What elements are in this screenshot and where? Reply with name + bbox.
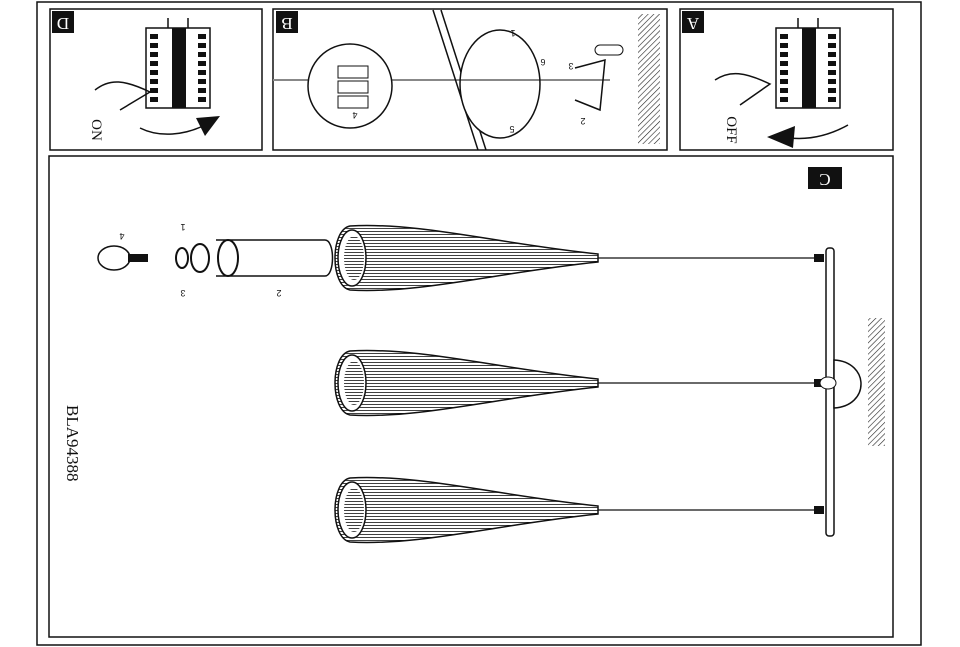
panel-d: D ON	[49, 8, 263, 151]
bulb-icon	[97, 245, 131, 271]
panel-c: C 1 2 3 4 BLA94388	[48, 155, 894, 638]
svg-text:2: 2	[580, 116, 585, 126]
canopy	[459, 29, 541, 139]
ceiling-canopy	[833, 359, 862, 409]
circuit-breaker-icon	[145, 17, 211, 109]
panel-d-label: D	[57, 14, 69, 33]
switch-off-label: OFF	[723, 116, 739, 144]
model-number: BLA94388	[63, 405, 82, 482]
pendant-shade-3	[334, 476, 825, 544]
rotate-arrow-icon	[139, 124, 206, 135]
ceiling-bar	[825, 247, 835, 537]
glass-sleeve	[216, 239, 334, 277]
panel-b-label: B	[281, 14, 292, 33]
pendant-shade-2	[334, 349, 825, 417]
circuit-breaker-icon	[775, 17, 841, 109]
hand-icon	[714, 72, 772, 106]
panel-d-label-box	[52, 11, 74, 33]
panel-b-callouts: 1 2 3 4 5 6	[352, 28, 585, 134]
svg-text:1: 1	[180, 222, 185, 232]
hand-icon	[94, 81, 152, 111]
panel-c-label: C	[819, 170, 830, 189]
ceiling-hatch	[868, 318, 885, 446]
svg-text:4: 4	[352, 110, 357, 120]
panel-a-label: A	[686, 14, 699, 33]
svg-text:5: 5	[509, 124, 514, 134]
page-border	[36, 1, 922, 646]
lampholder-icon	[175, 247, 189, 269]
rotate-arrow-icon	[789, 124, 849, 140]
panel-c-callouts: 1 2 3 4	[119, 222, 281, 298]
svg-text:3: 3	[180, 288, 185, 298]
svg-text:1: 1	[510, 28, 515, 38]
svg-text:2: 2	[276, 288, 281, 298]
svg-text:3: 3	[568, 61, 573, 71]
switch-on-label: ON	[88, 119, 104, 141]
panel-a: A OFF	[679, 8, 894, 151]
mounting-bracket	[574, 58, 606, 112]
wall-hatch	[638, 14, 660, 144]
pendant-shade-1	[334, 224, 825, 292]
panel-b: B 1 2 3 4 5 6	[272, 8, 668, 151]
svg-text:6: 6	[540, 57, 545, 67]
svg-text:4: 4	[119, 231, 124, 241]
